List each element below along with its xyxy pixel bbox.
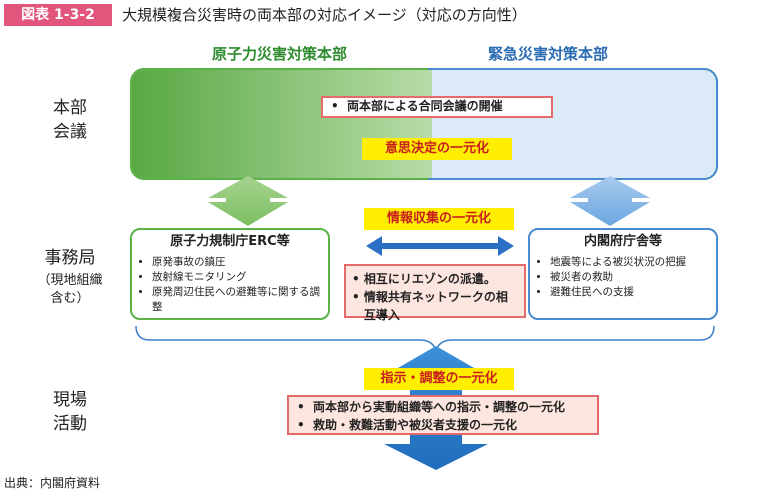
field-item: • 両本部から実動組織等への指示・調整の一元化 — [297, 400, 566, 414]
list-item: 避難住民への支援 — [550, 285, 716, 300]
row-sublabel-secretariat: （現地組織 含む） — [37, 273, 103, 306]
joint-meeting-box: • 両本部による合同会議の開催 — [321, 96, 553, 118]
info-unification-label: 情報収集の一元化 — [364, 208, 514, 230]
list-item: 被災者の救助 — [550, 270, 716, 285]
horizontal-double-arrow — [366, 236, 514, 256]
field-text: 両本部から実動組織等への指示・調整の一元化 — [313, 400, 566, 414]
nra-erc-box: 原子力規制庁ERC等 原発事故の鎮圧 放射線モニタリング 原発周辺住民への避難等… — [130, 228, 330, 320]
nra-erc-title: 原子力規制庁ERC等 — [170, 234, 290, 249]
cabinet-office-box: 内閣府庁舎等 地震等による被災状況の把握 被災者の救助 避難住民への支援 — [528, 228, 718, 320]
field-item: • 救助・救難活動や被災者支援の一元化 — [297, 418, 518, 432]
green-double-arrow — [208, 176, 288, 226]
nuclear-hq-area — [132, 70, 432, 178]
list-item: 原発事故の鎮圧 — [152, 255, 328, 270]
joint-meeting-text: 両本部による合同会議の開催 — [347, 99, 503, 113]
cabinet-office-title: 内閣府庁舎等 — [583, 234, 662, 249]
hq-meeting-panel — [130, 68, 718, 180]
liaison-text: 情報共有ネットワークの相互導入 — [363, 290, 508, 322]
liaison-box: • 相互にリエゾンの派遣。 • 情報共有ネットワークの相互導入 — [344, 264, 526, 322]
list-item: 放射線モニタリング — [152, 270, 328, 285]
figure-title: 大規模複合災害時の両本部の対応イメージ（対応の方向性） — [122, 6, 527, 24]
emergency-hq-title: 緊急災害対策本部 — [488, 45, 609, 63]
command-unification-label: 指示・調整の一元化 — [364, 368, 514, 390]
emergency-hq-area — [432, 70, 716, 178]
list-item: 原発周辺住民への避難等に関する調整 — [152, 285, 328, 315]
list-item: 地震等による被災状況の把握 — [550, 255, 716, 270]
field-text: 救助・救難活動や被災者支援の一元化 — [313, 418, 518, 432]
row-label-hq-meeting: 本部 会議 — [53, 98, 87, 142]
decision-unification-label: 意思決定の一元化 — [362, 138, 512, 160]
figure-number-badge: 図表 1-3-2 — [4, 4, 112, 26]
liaison-text: 相互にリエゾンの派遣。 — [363, 272, 496, 286]
liaison-item: • 情報共有ネットワークの相互導入 — [352, 288, 518, 324]
liaison-item: • 相互にリエゾンの派遣。 — [352, 272, 496, 286]
grouping-brace — [135, 325, 715, 353]
nuclear-hq-title: 原子力災害対策本部 — [212, 45, 348, 63]
nra-erc-list: 原発事故の鎮圧 放射線モニタリング 原発周辺住民への避難等に関する調整 — [132, 255, 328, 315]
emergency-hq-border — [428, 68, 718, 180]
row-label-field: 現場 活動 — [53, 390, 87, 434]
source-note: 出典：内閣府資料 — [4, 476, 101, 490]
cabinet-office-list: 地震等による被災状況の把握 被災者の救助 避難住民への支援 — [530, 255, 716, 300]
field-activity-box: • 両本部から実動組織等への指示・調整の一元化 • 救助・救難活動や被災者支援の… — [287, 395, 599, 435]
bullet: • — [331, 99, 348, 113]
row-label-secretariat: 事務局 — [44, 248, 96, 268]
blue-double-arrow — [570, 176, 650, 226]
